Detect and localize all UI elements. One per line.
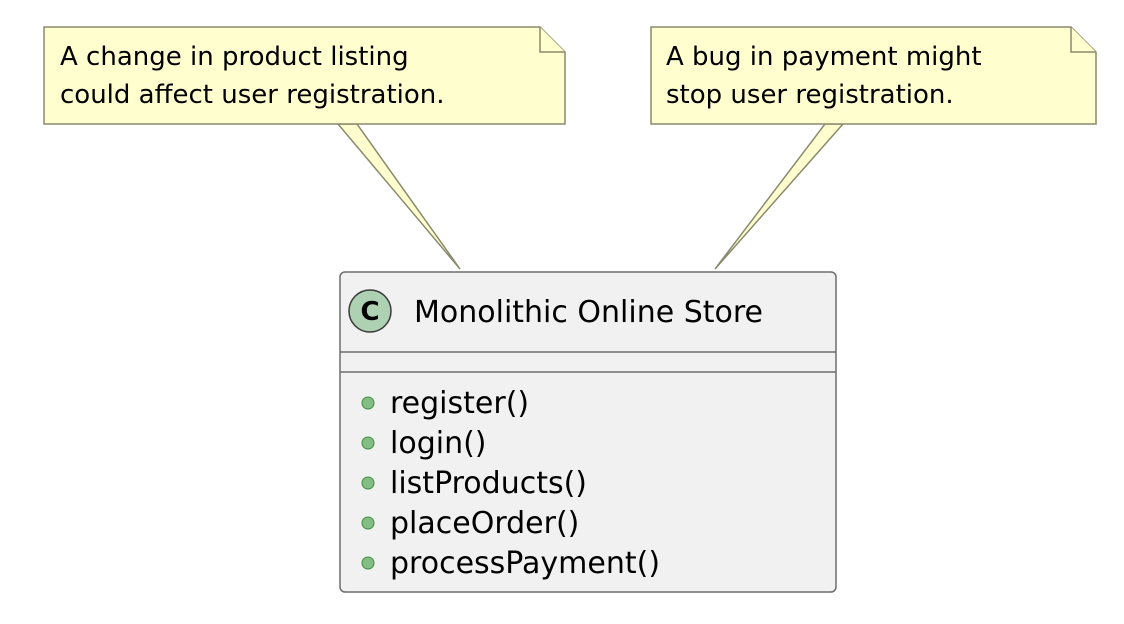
class-name: Monolithic Online Store	[414, 295, 763, 330]
note-2-connector	[714, 123, 845, 270]
method-label: listProducts()	[390, 466, 587, 501]
class-method-process-payment: processPayment()	[361, 546, 660, 581]
public-visibility-icon	[361, 516, 375, 530]
note-1-line-1: A change in product listing	[60, 42, 409, 72]
class-stereotype-letter: C	[360, 297, 379, 327]
note-product-listing: A change in product listing could affect…	[43, 26, 566, 270]
note-1-line-2: could affect user registration.	[60, 80, 445, 110]
class-method-list-products: listProducts()	[361, 466, 587, 501]
method-label: processPayment()	[390, 546, 660, 581]
class-monolithic-online-store: C Monolithic Online Store register() log…	[339, 271, 837, 593]
class-stereotype-circle	[348, 289, 392, 333]
public-visibility-icon	[361, 476, 375, 490]
note-payment-bug: A bug in payment might stop user registr…	[650, 26, 1097, 270]
public-visibility-icon	[361, 396, 375, 410]
note-2-body	[650, 26, 1097, 125]
note-1-body	[43, 26, 566, 125]
class-method-place-order: placeOrder()	[361, 506, 579, 541]
public-visibility-icon	[361, 556, 375, 570]
method-label: register()	[390, 386, 529, 421]
class-method-login: login()	[361, 426, 487, 461]
public-visibility-icon	[361, 436, 375, 450]
note-1-connector	[336, 123, 461, 270]
note-2-line-1: A bug in payment might	[666, 42, 982, 72]
method-label: login()	[390, 426, 487, 461]
note-2-folded-corner	[1070, 27, 1096, 53]
note-1-folded-corner	[539, 27, 565, 53]
class-method-register: register()	[361, 386, 529, 421]
note-2-line-2: stop user registration.	[666, 80, 954, 110]
method-label: placeOrder()	[390, 506, 579, 541]
